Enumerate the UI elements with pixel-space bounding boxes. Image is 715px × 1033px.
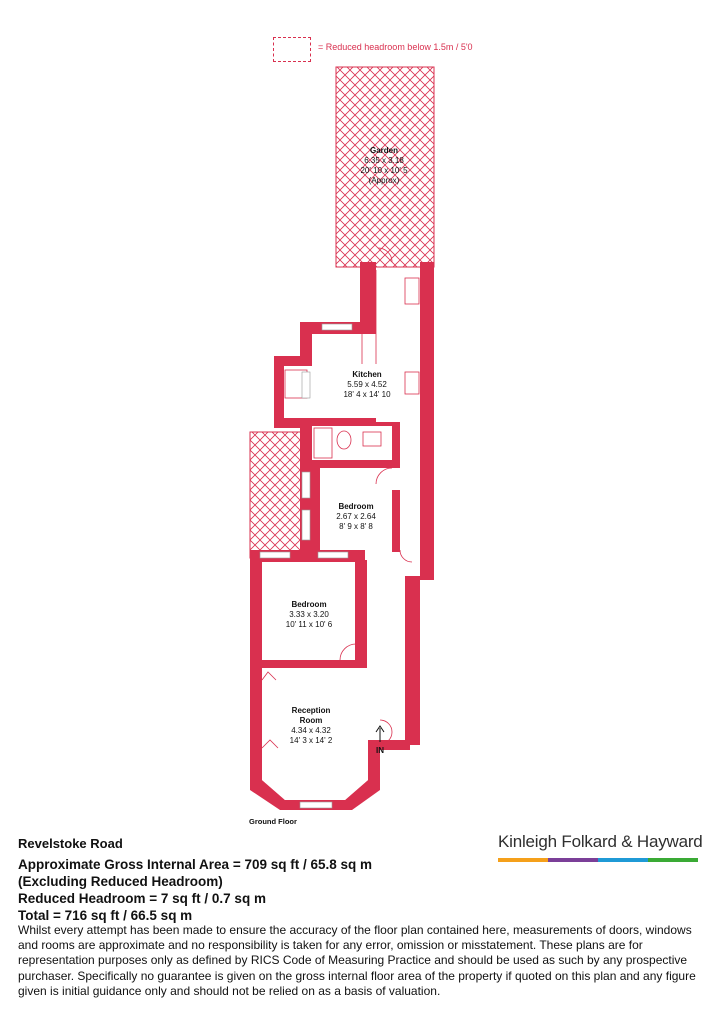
side-return-area xyxy=(249,431,303,559)
entrance-label: IN xyxy=(376,746,384,755)
brand-name: Kinleigh Folkard & Hayward xyxy=(498,832,703,851)
room-name: Kitchen xyxy=(352,370,382,379)
room-label-reception: Reception Room 4.34 x 4.32 14' 3 x 14' 2 xyxy=(290,706,333,746)
excluding-note: (Excluding Reduced Headroom) xyxy=(18,874,223,889)
room-dim: 20' 10 x 10' 5 xyxy=(360,166,408,175)
property-info: Revelstoke Road Approximate Gross Intern… xyxy=(18,835,488,924)
brand-bar-orange xyxy=(498,858,548,862)
headroom-legend: = Reduced headroom below 1.5m / 5'0 xyxy=(273,37,573,67)
entrance-arrow xyxy=(375,725,385,742)
floor-label: Ground Floor xyxy=(249,817,297,826)
brand-bar-green xyxy=(648,858,698,862)
room-name: Bedroom xyxy=(291,600,327,609)
room-label-garden: Garden 6.35 x 3.18 20' 10 x 10' 5 (Appro… xyxy=(360,146,407,186)
brand-color-bar xyxy=(498,858,698,862)
room-name: Reception Room xyxy=(291,706,331,725)
garden-area xyxy=(335,66,435,268)
floor-plan xyxy=(249,66,435,810)
room-dim: 5.59 x 4.52 xyxy=(347,380,387,389)
room-dim: 10' 11 x 10' 6 xyxy=(285,620,333,629)
disclaimer: Whilst every attempt has been made to en… xyxy=(18,923,696,998)
room-name: Bedroom xyxy=(338,502,374,511)
legend-swatch xyxy=(273,37,311,62)
room-dim: 8' 9 x 8' 8 xyxy=(339,522,373,531)
room-label-bedroom-2: Bedroom 3.33 x 3.20 10' 11 x 10' 6 xyxy=(286,600,333,630)
room-label-kitchen: Kitchen 5.59 x 4.52 18' 4 x 14' 10 xyxy=(343,370,390,400)
room-dim: 3.33 x 3.20 xyxy=(289,610,329,619)
brand-bar-blue xyxy=(598,858,648,862)
fittings xyxy=(261,247,420,749)
address: Revelstoke Road xyxy=(18,836,123,851)
total-area: Total = 716 sq ft / 66.5 sq m xyxy=(18,908,193,923)
room-name: Garden xyxy=(369,146,398,155)
brand-bar-purple xyxy=(548,858,598,862)
room-dim: 14' 3 x 14' 2 xyxy=(289,736,333,745)
room-dim: 4.34 x 4.32 xyxy=(291,726,331,735)
brand-logo: Kinleigh Folkard & Hayward xyxy=(498,832,703,862)
floors xyxy=(262,272,420,800)
windows xyxy=(259,323,353,809)
reduced-headroom: Reduced Headroom = 7 sq ft / 0.7 sq m xyxy=(18,891,266,906)
legend-text: = Reduced headroom below 1.5m / 5'0 xyxy=(318,42,473,52)
room-label-bedroom-1: Bedroom 2.67 x 2.64 8' 9 x 8' 8 xyxy=(336,502,376,532)
room-dim: 2.67 x 2.64 xyxy=(336,512,376,521)
room-dim: (Approx) xyxy=(368,176,400,185)
room-dim: 18' 4 x 14' 10 xyxy=(343,390,391,399)
room-dim: 6.35 x 3.18 xyxy=(364,156,404,165)
gross-area: Approximate Gross Internal Area = 709 sq… xyxy=(18,857,373,872)
